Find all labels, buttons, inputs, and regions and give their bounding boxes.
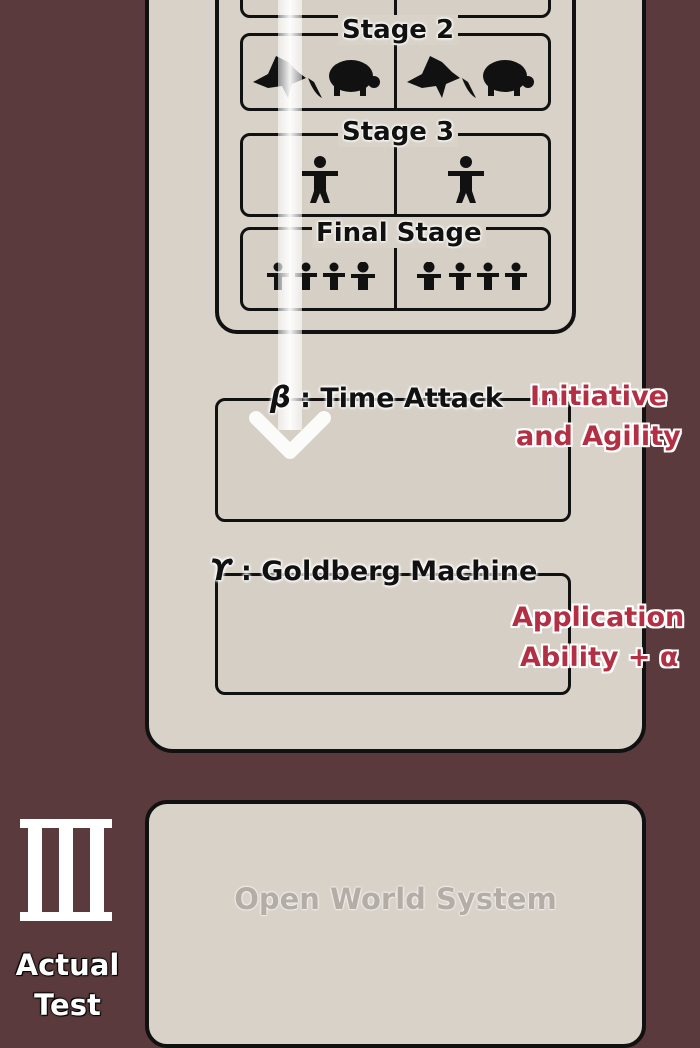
beta-symbol: β xyxy=(270,380,291,414)
initiative-note: Initiative and Agility xyxy=(516,377,681,457)
time-attack-title: : Time Attack xyxy=(300,383,503,414)
horse-and-turtle-icon xyxy=(253,56,380,98)
goldberg-machine-label: ϒ : Goldberg Machine xyxy=(210,553,537,587)
person-icon xyxy=(302,156,338,203)
final-stage-label: Final Stage xyxy=(312,218,486,248)
actual-test-line2: Test xyxy=(34,988,101,1022)
horse-and-turtle-icon xyxy=(407,56,534,98)
goldberg-machine-title: : Goldberg Machine xyxy=(241,556,538,587)
application-note-line1: Application xyxy=(512,602,685,633)
gamma-symbol: ϒ xyxy=(210,553,232,587)
actual-test-line1: Actual xyxy=(15,948,120,982)
time-attack-box xyxy=(215,398,571,522)
application-note-line2: Ability + α xyxy=(520,642,679,673)
person-icon xyxy=(448,156,484,203)
application-note: Application Ability + α xyxy=(512,598,684,678)
open-world-box xyxy=(145,800,646,1048)
initiative-note-line1: Initiative xyxy=(530,381,667,412)
down-arrow-icon xyxy=(249,411,331,459)
stage-2-label: Stage 2 xyxy=(338,15,459,45)
initiative-note-line2: and Agility xyxy=(516,421,681,452)
time-attack-label: β : Time Attack xyxy=(270,380,503,414)
stage-3-label: Stage 3 xyxy=(338,117,459,147)
open-world-text: Open World System xyxy=(234,882,557,916)
actual-test-label: Actual Test xyxy=(10,945,125,1025)
flow-arrow-shaft xyxy=(278,0,302,430)
roman-numeral-three xyxy=(20,819,112,921)
goldberg-machine-box xyxy=(215,573,571,695)
four-people-icon xyxy=(417,262,527,290)
